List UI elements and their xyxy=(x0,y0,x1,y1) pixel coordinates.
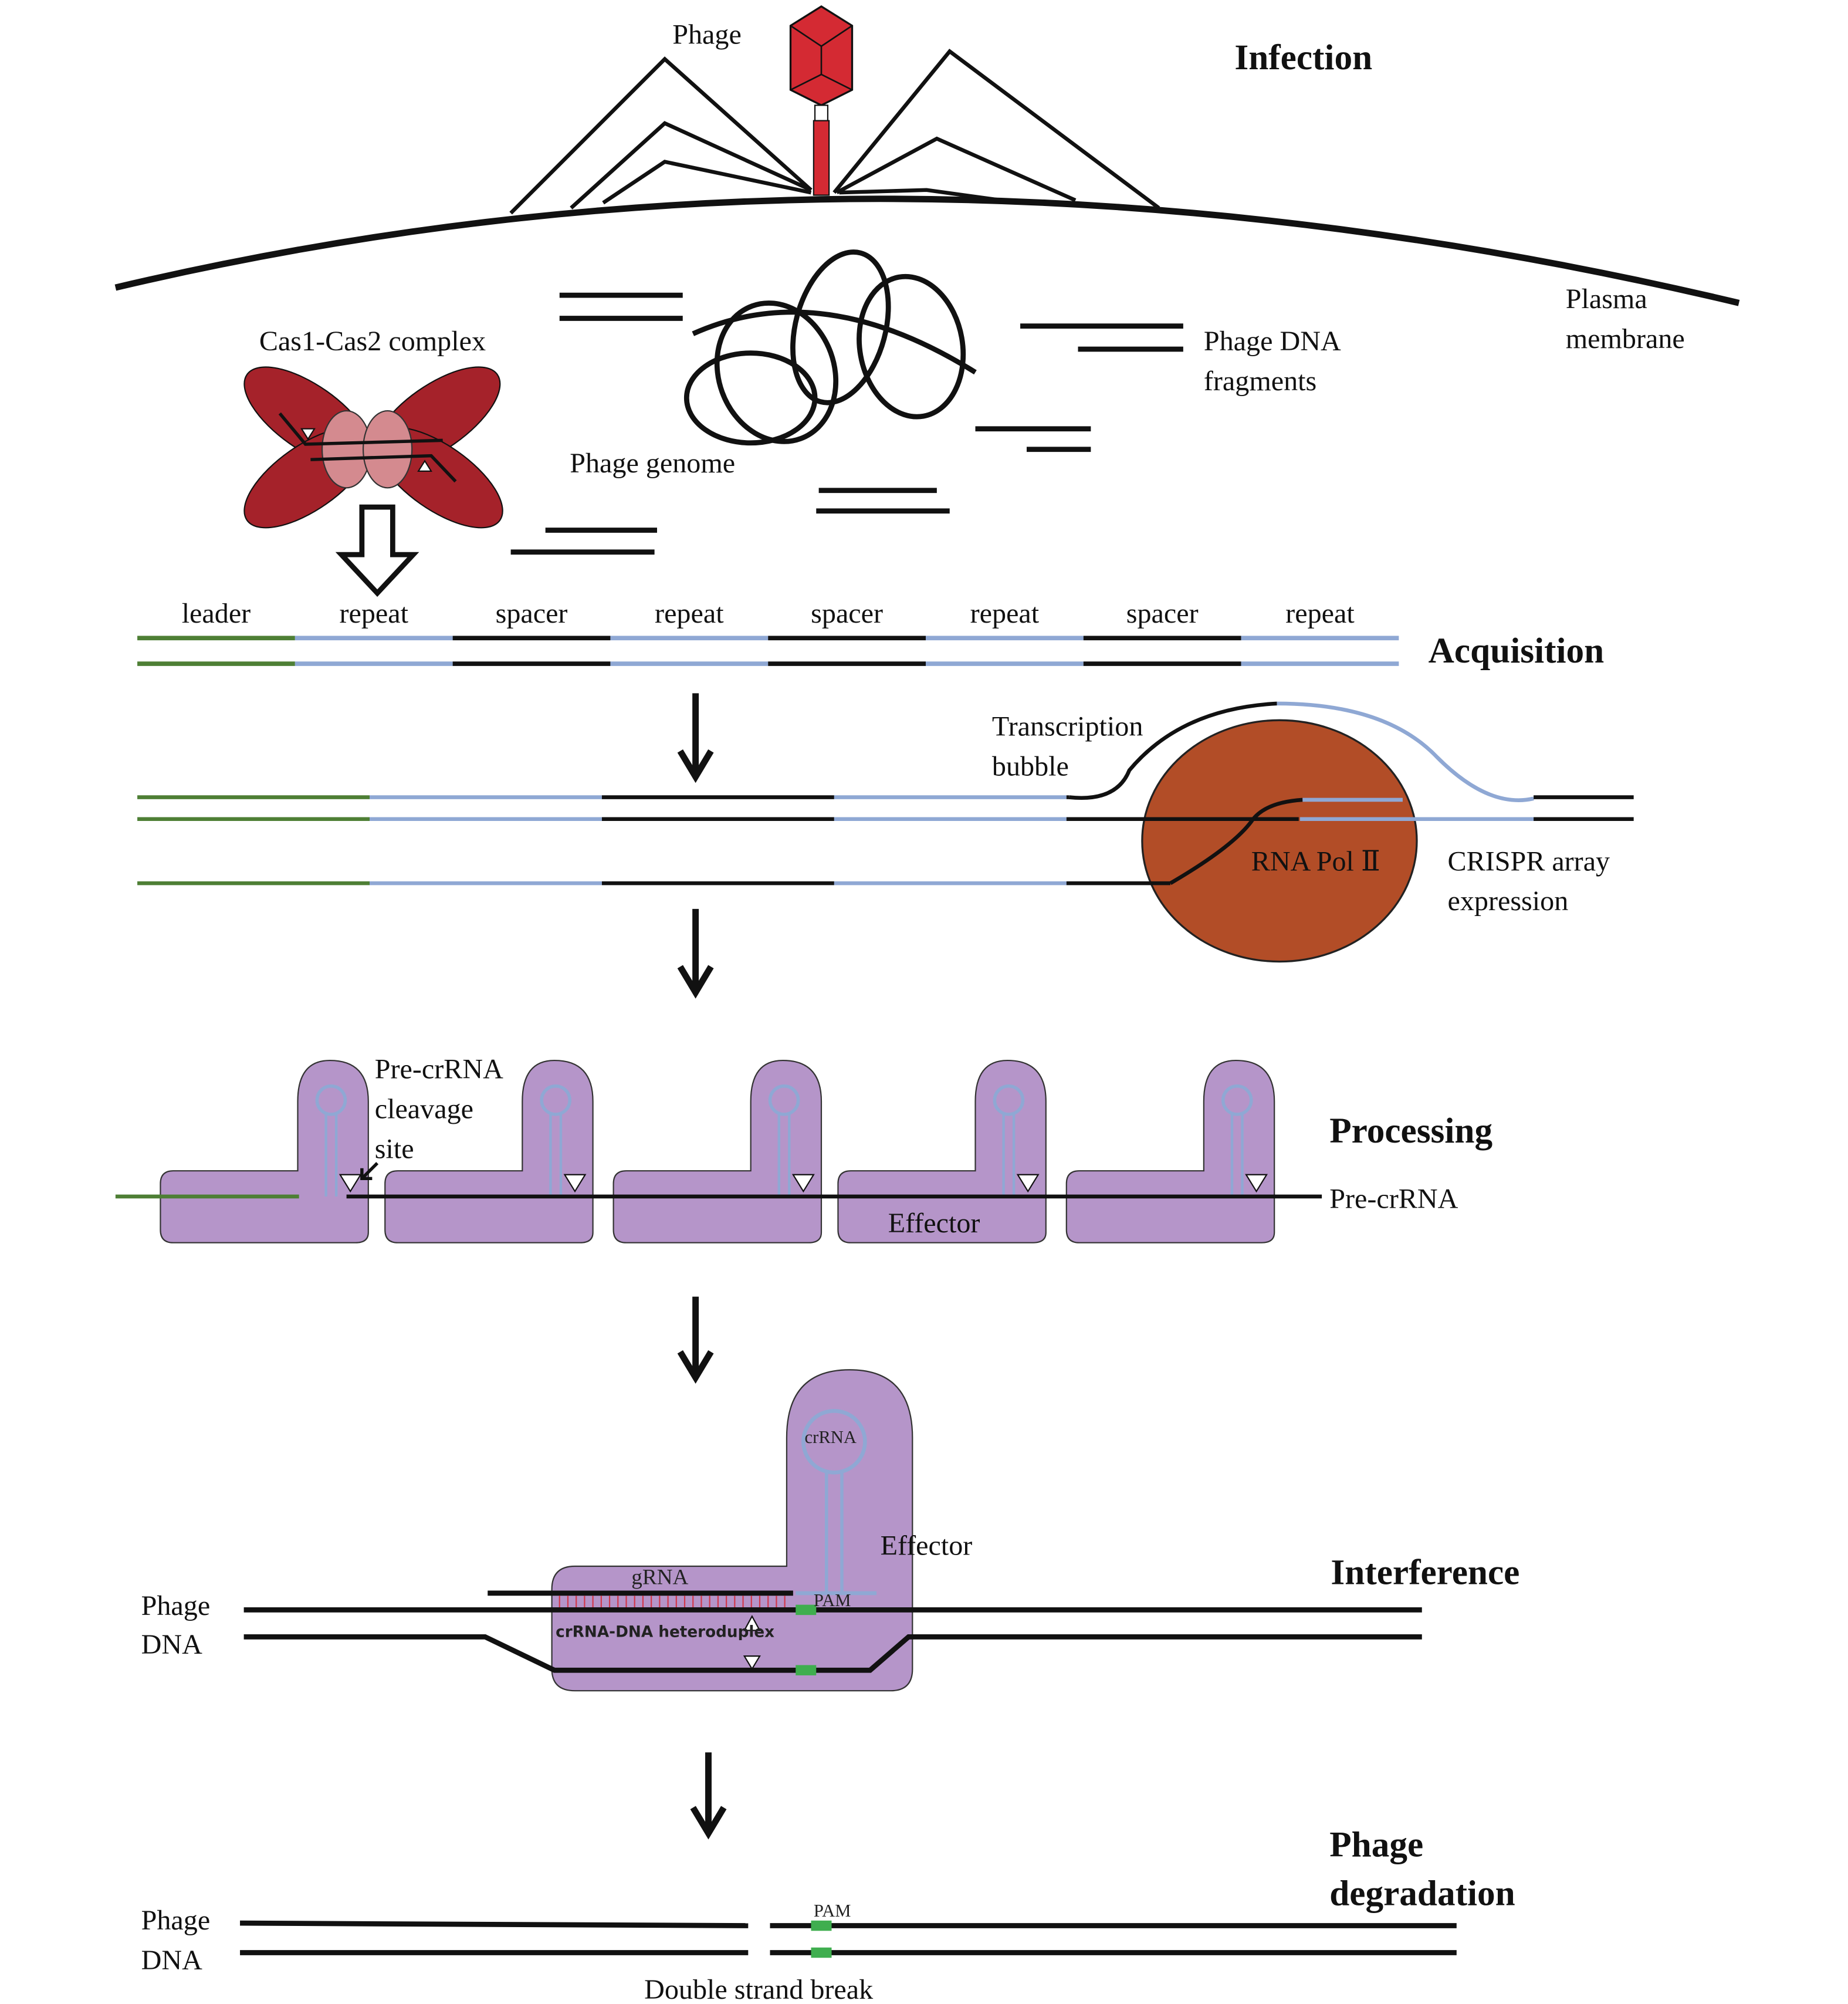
phage-genome-label: Phage genome xyxy=(570,448,735,479)
transcription-bubble-label-2: bubble xyxy=(992,751,1069,782)
crispr-expression-label-2: expression xyxy=(1448,886,1569,917)
effector-complexes xyxy=(160,1059,1275,1243)
infection-section: Phage Infection Plasma membrane Phage ge… xyxy=(114,5,1740,597)
effector-complex xyxy=(384,1059,594,1243)
phage-genome xyxy=(683,249,977,446)
effector-complex xyxy=(1065,1059,1275,1243)
transcription-bubble-top xyxy=(1068,701,1277,800)
array-label-repeat: repeat xyxy=(655,598,724,629)
array-label-repeat: repeat xyxy=(1285,598,1355,629)
crispr-array-strands xyxy=(137,636,1399,666)
membrane-label-2: membrane xyxy=(1566,323,1685,354)
grna-label: gRNA xyxy=(631,1566,688,1590)
crispr-expression-label-1: CRISPR array xyxy=(1448,846,1610,877)
array-label-leader: leader xyxy=(182,598,251,629)
pam-site-bottom xyxy=(796,1665,817,1675)
interference-effector xyxy=(551,1369,913,1692)
cleavage-site-icon xyxy=(339,1174,362,1193)
crrna-label: crRNA xyxy=(805,1427,857,1447)
stage-title-processing: Processing xyxy=(1329,1111,1492,1151)
phage-legs xyxy=(509,48,1160,215)
array-label-spacer: spacer xyxy=(496,598,568,629)
effector-complex xyxy=(160,1059,369,1243)
down-arrow-icon xyxy=(690,1752,727,1840)
cas-complex-label: Cas1-Cas2 complex xyxy=(259,326,486,357)
cleavage-site-icon xyxy=(1016,1174,1040,1193)
transcription-strands xyxy=(137,795,1634,886)
cas1-cas2-complex-icon xyxy=(243,366,503,529)
transcription-section: Transcription bubble RNA Pol Ⅱ CRISPR ar… xyxy=(137,701,1634,999)
interference-effector-label: Effector xyxy=(881,1530,973,1561)
cleavage-site-icon xyxy=(1245,1174,1268,1193)
array-label-repeat: repeat xyxy=(339,598,408,629)
plasma-membrane xyxy=(114,195,1740,306)
pam-label: PAM xyxy=(814,1590,851,1610)
cleavage-pointer-icon xyxy=(360,1162,379,1181)
crrna-loop xyxy=(801,1409,867,1475)
membrane-label-1: Plasma xyxy=(1566,283,1647,315)
stage-title-degradation-1: Phage xyxy=(1329,1824,1423,1864)
array-segment-labels: leader repeat spacer repeat spacer repeat spac… xyxy=(182,598,1355,629)
down-arrow-icon xyxy=(677,693,714,783)
stage-title-interference: Interference xyxy=(1331,1553,1519,1593)
pam-site-bottom xyxy=(811,1947,832,1958)
stage-title-degradation-2: degradation xyxy=(1329,1874,1515,1914)
degradation-pam-label: PAM xyxy=(814,1901,851,1921)
phage-dna-label-2: DNA xyxy=(141,1629,202,1660)
cut-site-bottom-icon xyxy=(743,1655,761,1671)
cleavage-site-icon xyxy=(563,1174,587,1193)
acquisition-section: leader repeat spacer repeat spacer repeat spac… xyxy=(137,598,1605,783)
cut-site-top-icon xyxy=(743,1615,761,1631)
cleavage-site-label-1: Pre-crRNA xyxy=(375,1054,503,1085)
pre-crrna-label: Pre-crRNA xyxy=(1329,1184,1458,1215)
processing-section: Pre-crRNA cleavage site Effector Pre-crR… xyxy=(115,1054,1492,1384)
down-arrow-icon xyxy=(677,908,714,999)
rna-polymerase-icon xyxy=(1141,719,1418,963)
interference-section: crRNA gRNA PAM crRNA-DNA heteroduplex Ef… xyxy=(141,1369,1519,1840)
phage-dna-fragments xyxy=(510,292,1183,555)
phage-label: Phage xyxy=(672,19,742,50)
degradation-phage-dna-label-2: DNA xyxy=(141,1945,202,1976)
cleavage-site-label-2: cleavage xyxy=(375,1093,473,1124)
pam-site-top xyxy=(796,1604,817,1616)
stage-title-acquisition: Acquisition xyxy=(1429,631,1605,671)
cleavage-site-label-3: site xyxy=(375,1133,414,1164)
phage-tail xyxy=(813,120,830,196)
phage-dna-bottom-strand xyxy=(243,1634,1422,1673)
rna-pol-label: RNA Pol Ⅱ xyxy=(1251,846,1380,877)
pam-site-top xyxy=(811,1920,832,1931)
cleaved-dna-top-left xyxy=(240,1920,749,1928)
integration-arrow-icon xyxy=(335,504,419,597)
degradation-phage-dna-label-1: Phage xyxy=(141,1905,211,1936)
degradation-section: PAM Phage DNA Double strand break Phage … xyxy=(141,1824,1515,2004)
array-label-repeat: repeat xyxy=(970,598,1040,629)
processing-effector-label: Effector xyxy=(888,1208,980,1239)
array-label-spacer: spacer xyxy=(811,598,883,629)
transcription-bubble-blue xyxy=(1277,701,1534,802)
phage-dna-label-1: Phage xyxy=(141,1590,211,1621)
down-arrow-icon xyxy=(677,1296,714,1384)
phage-dna-fragments-label-2: fragments xyxy=(1204,366,1316,397)
crrna-dna-base-pairs xyxy=(559,1596,786,1609)
double-strand-break-label: Double strand break xyxy=(644,1974,874,2004)
stage-title-infection: Infection xyxy=(1234,38,1372,77)
nascent-rna xyxy=(1169,797,1303,885)
array-label-spacer: spacer xyxy=(1126,598,1199,629)
effector-complex xyxy=(612,1059,823,1243)
transcription-bubble-label-1: Transcription xyxy=(992,711,1143,742)
phage-dna-fragments-label-1: Phage DNA xyxy=(1204,326,1341,357)
cleavage-site-icon xyxy=(791,1174,815,1193)
heteroduplex-label: crRNA-DNA heteroduplex xyxy=(556,1623,774,1641)
phage-icon xyxy=(789,5,854,196)
